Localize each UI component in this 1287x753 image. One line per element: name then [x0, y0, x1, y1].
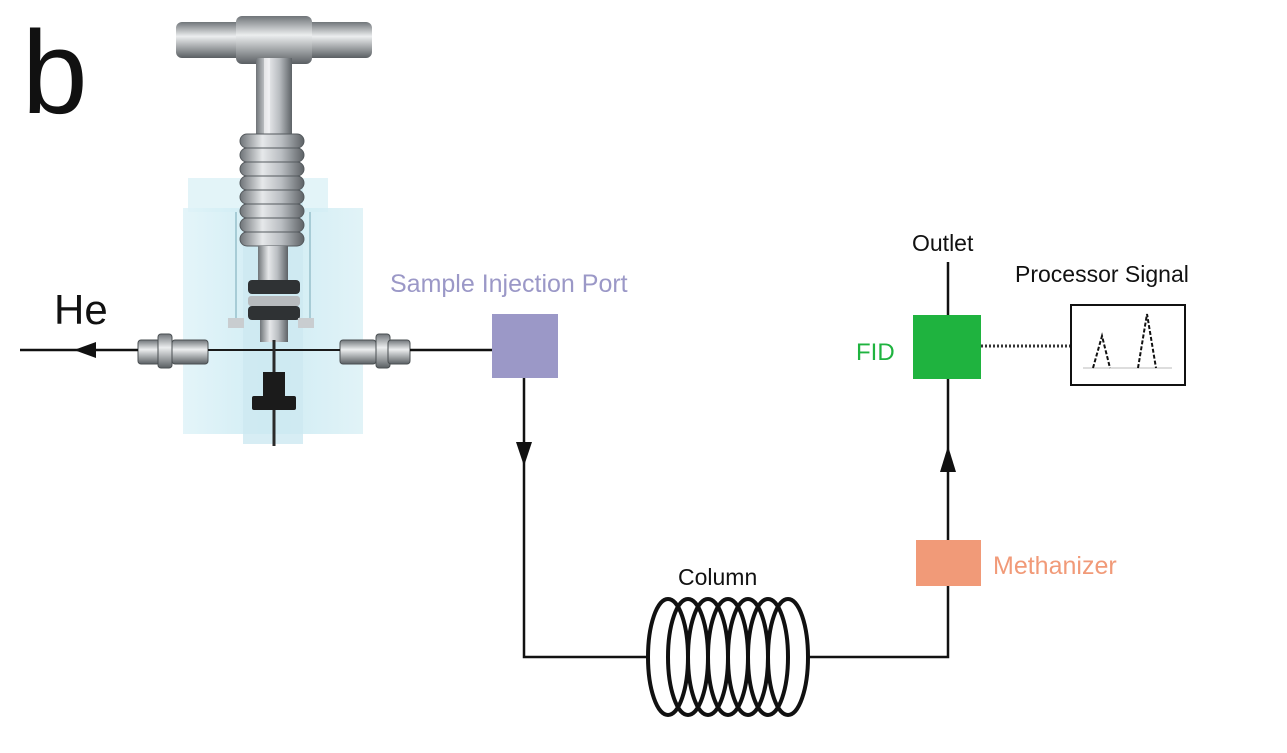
carrier-gas-label: He	[54, 286, 108, 333]
sample-injection-port-label: Sample Injection Port	[390, 270, 628, 298]
methanizer-label: Methanizer	[993, 552, 1117, 580]
up-arrow	[940, 446, 956, 472]
flow-lines	[20, 262, 950, 659]
methanizer-box	[916, 540, 981, 586]
processor-signal-label: Processor Signal	[1015, 261, 1189, 287]
sample-injection-port-box	[492, 314, 558, 378]
coiled-column-icon	[646, 597, 810, 717]
outlet-label: Outlet	[912, 230, 974, 256]
fid-box	[913, 315, 981, 379]
column-label: Column	[678, 564, 758, 590]
flow-arrows	[74, 342, 956, 472]
chromatogram-peaks-icon	[1070, 304, 1186, 386]
he-inlet-arrow	[74, 342, 96, 358]
down-arrow	[516, 442, 532, 466]
fid-label: FID	[856, 339, 895, 366]
panel-letter: b	[22, 7, 88, 139]
needle-valve-icon	[137, 16, 411, 446]
